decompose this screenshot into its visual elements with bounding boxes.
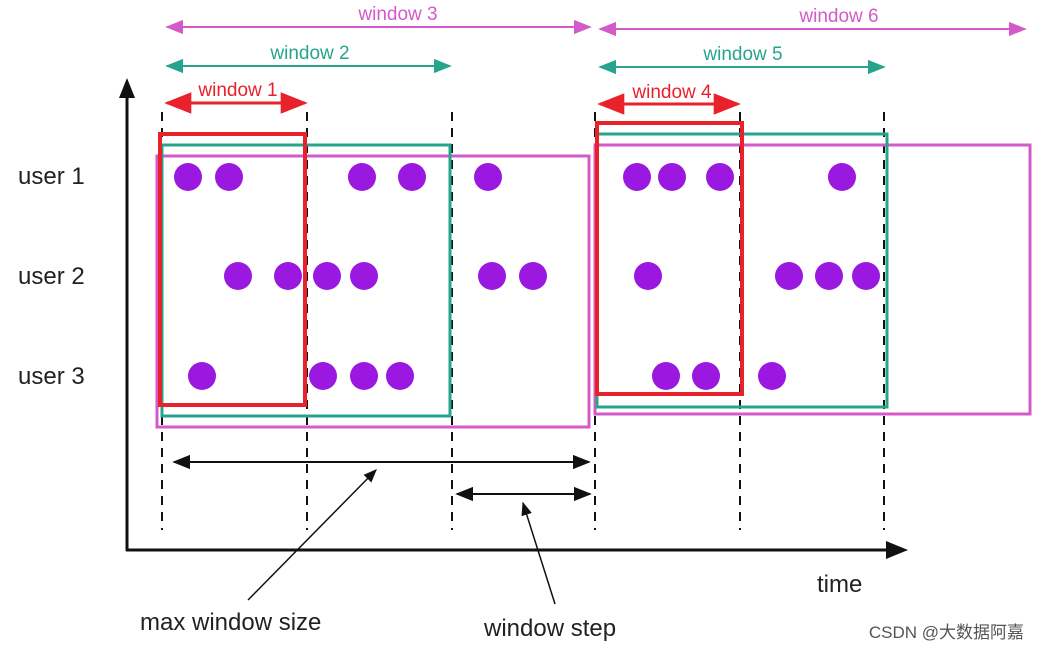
event-dot	[398, 163, 426, 191]
window-3-box	[155, 154, 591, 429]
event-dot	[815, 262, 843, 290]
window-step-label: window step	[483, 615, 616, 642]
watermark: CSDN @大数据阿嘉	[869, 623, 1024, 642]
window-1-label: window 1	[197, 80, 277, 101]
event-dot	[348, 163, 376, 191]
max-window-size-label: max window size	[140, 609, 321, 636]
window-4-label: window 4	[631, 82, 712, 103]
event-dot	[658, 163, 686, 191]
window-5-label: window 5	[702, 44, 782, 65]
window-step-pointer	[521, 501, 556, 605]
event-dot	[519, 262, 547, 290]
event-dot	[224, 262, 252, 290]
time-axis-label: time	[817, 571, 862, 598]
event-dot	[350, 262, 378, 290]
event-dot	[652, 362, 680, 390]
window-4-box	[595, 121, 744, 396]
x-axis-arrowhead	[886, 541, 908, 559]
window-1-box	[158, 132, 307, 407]
user-2-label: user 2	[18, 263, 85, 290]
max-window-size-pointer	[247, 469, 377, 601]
window-3-label: window 3	[357, 4, 437, 25]
event-dot	[309, 362, 337, 390]
event-dot	[474, 163, 502, 191]
window-2-label: window 2	[269, 43, 349, 64]
y-axis-arrowhead	[119, 78, 135, 98]
event-dot	[215, 163, 243, 191]
event-dot	[775, 262, 803, 290]
event-dot	[634, 262, 662, 290]
event-dot	[386, 362, 414, 390]
user-1-label: user 1	[18, 163, 85, 190]
event-dot	[174, 163, 202, 191]
event-dot	[852, 262, 880, 290]
time-boundaries	[161, 112, 885, 530]
window-6-label: window 6	[798, 6, 878, 27]
event-dot	[692, 362, 720, 390]
event-dot	[706, 163, 734, 191]
event-dot	[350, 362, 378, 390]
event-dots	[174, 163, 880, 390]
event-dot	[274, 262, 302, 290]
event-dot	[828, 163, 856, 191]
event-dot	[623, 163, 651, 191]
event-dot	[758, 362, 786, 390]
event-dot	[313, 262, 341, 290]
user-3-label: user 3	[18, 363, 85, 390]
event-dot	[188, 362, 216, 390]
event-dot	[478, 262, 506, 290]
